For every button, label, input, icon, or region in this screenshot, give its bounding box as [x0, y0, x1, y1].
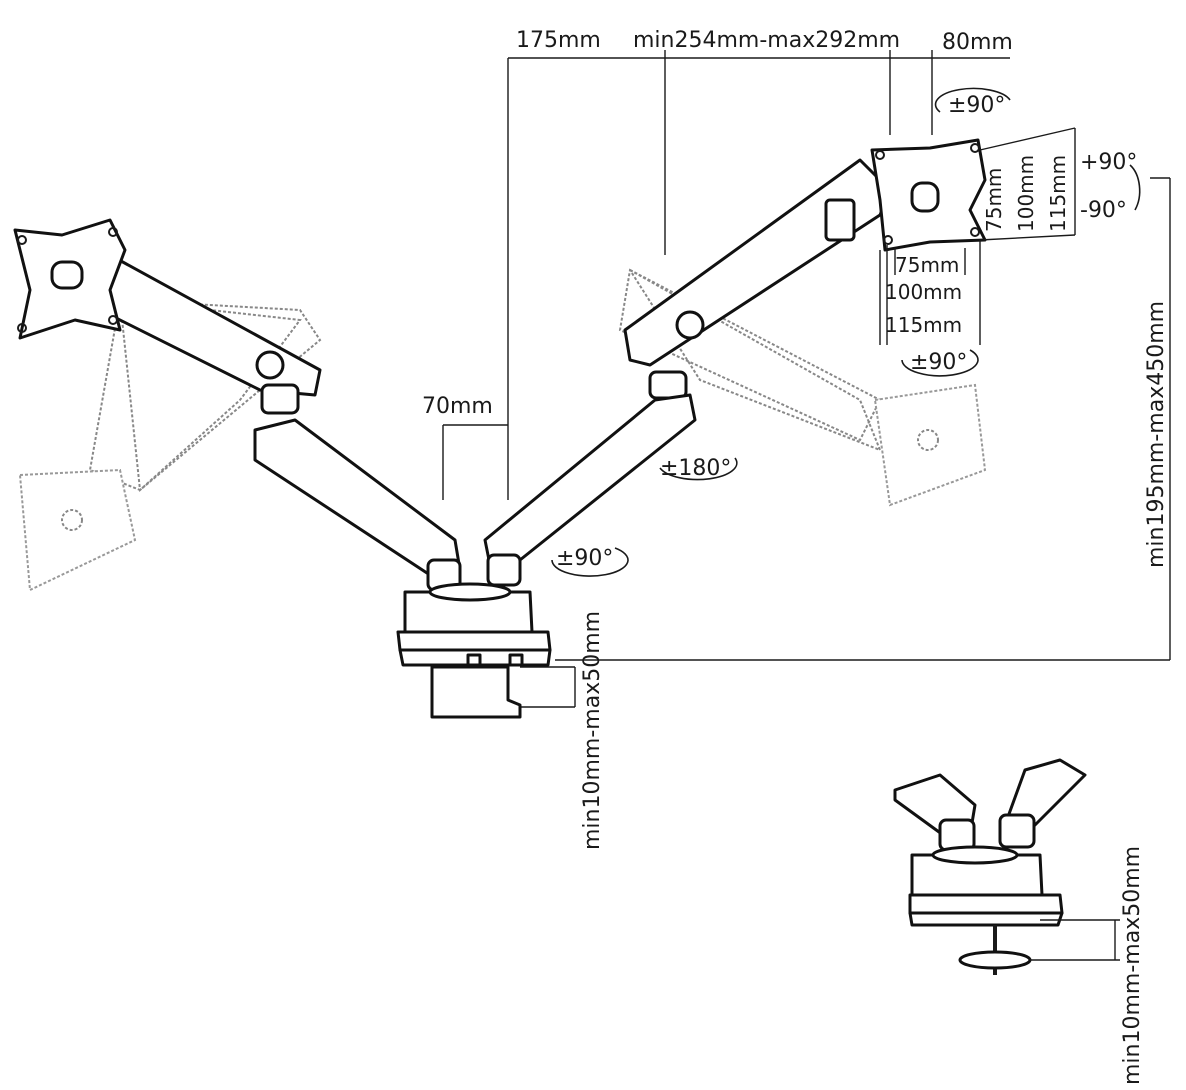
- rotation-arrows: [551, 87, 1141, 577]
- dim-arm-length: min254mm-max292mm: [633, 28, 901, 53]
- vesa-w100: 100mm: [885, 280, 963, 304]
- dim-height-range: min195mm-max450mm: [1144, 300, 1169, 568]
- ghost-right-arm: [618, 268, 987, 507]
- rot-swivel-top: ±90°: [948, 93, 1006, 118]
- right-vesa-plate: [870, 138, 987, 252]
- dim-70: 70mm: [422, 394, 493, 419]
- rot-plate-bottom: ±90°: [910, 350, 968, 375]
- vesa-w75: 75mm: [895, 253, 960, 277]
- vesa-h115: 115mm: [1046, 154, 1070, 232]
- grommet-inset: [893, 758, 1120, 975]
- ghost-left-arm: [18, 298, 322, 592]
- dim-clamp-range: min10mm-max50mm: [580, 610, 605, 850]
- dimension-lines: [442, 50, 1171, 708]
- left-vesa-plate: [13, 218, 127, 340]
- vesa-dimension-lines: [879, 127, 1076, 345]
- clamp-base: [396, 582, 552, 719]
- rot-joint: ±180°: [660, 456, 732, 481]
- rot-tilt-down: -90°: [1080, 198, 1127, 223]
- dim-175: 175mm: [516, 28, 601, 53]
- rot-tilt-up: +90°: [1080, 150, 1138, 175]
- vesa-h100: 100mm: [1014, 154, 1038, 232]
- rot-base: ±90°: [556, 546, 614, 571]
- vesa-w115: 115mm: [885, 313, 963, 337]
- left-arm: [98, 253, 462, 592]
- right-arm: [483, 158, 892, 587]
- dim-80: 80mm: [942, 30, 1013, 55]
- dim-grommet-range: min10mm-max50mm: [1120, 845, 1145, 1085]
- vesa-h75: 75mm: [982, 167, 1006, 232]
